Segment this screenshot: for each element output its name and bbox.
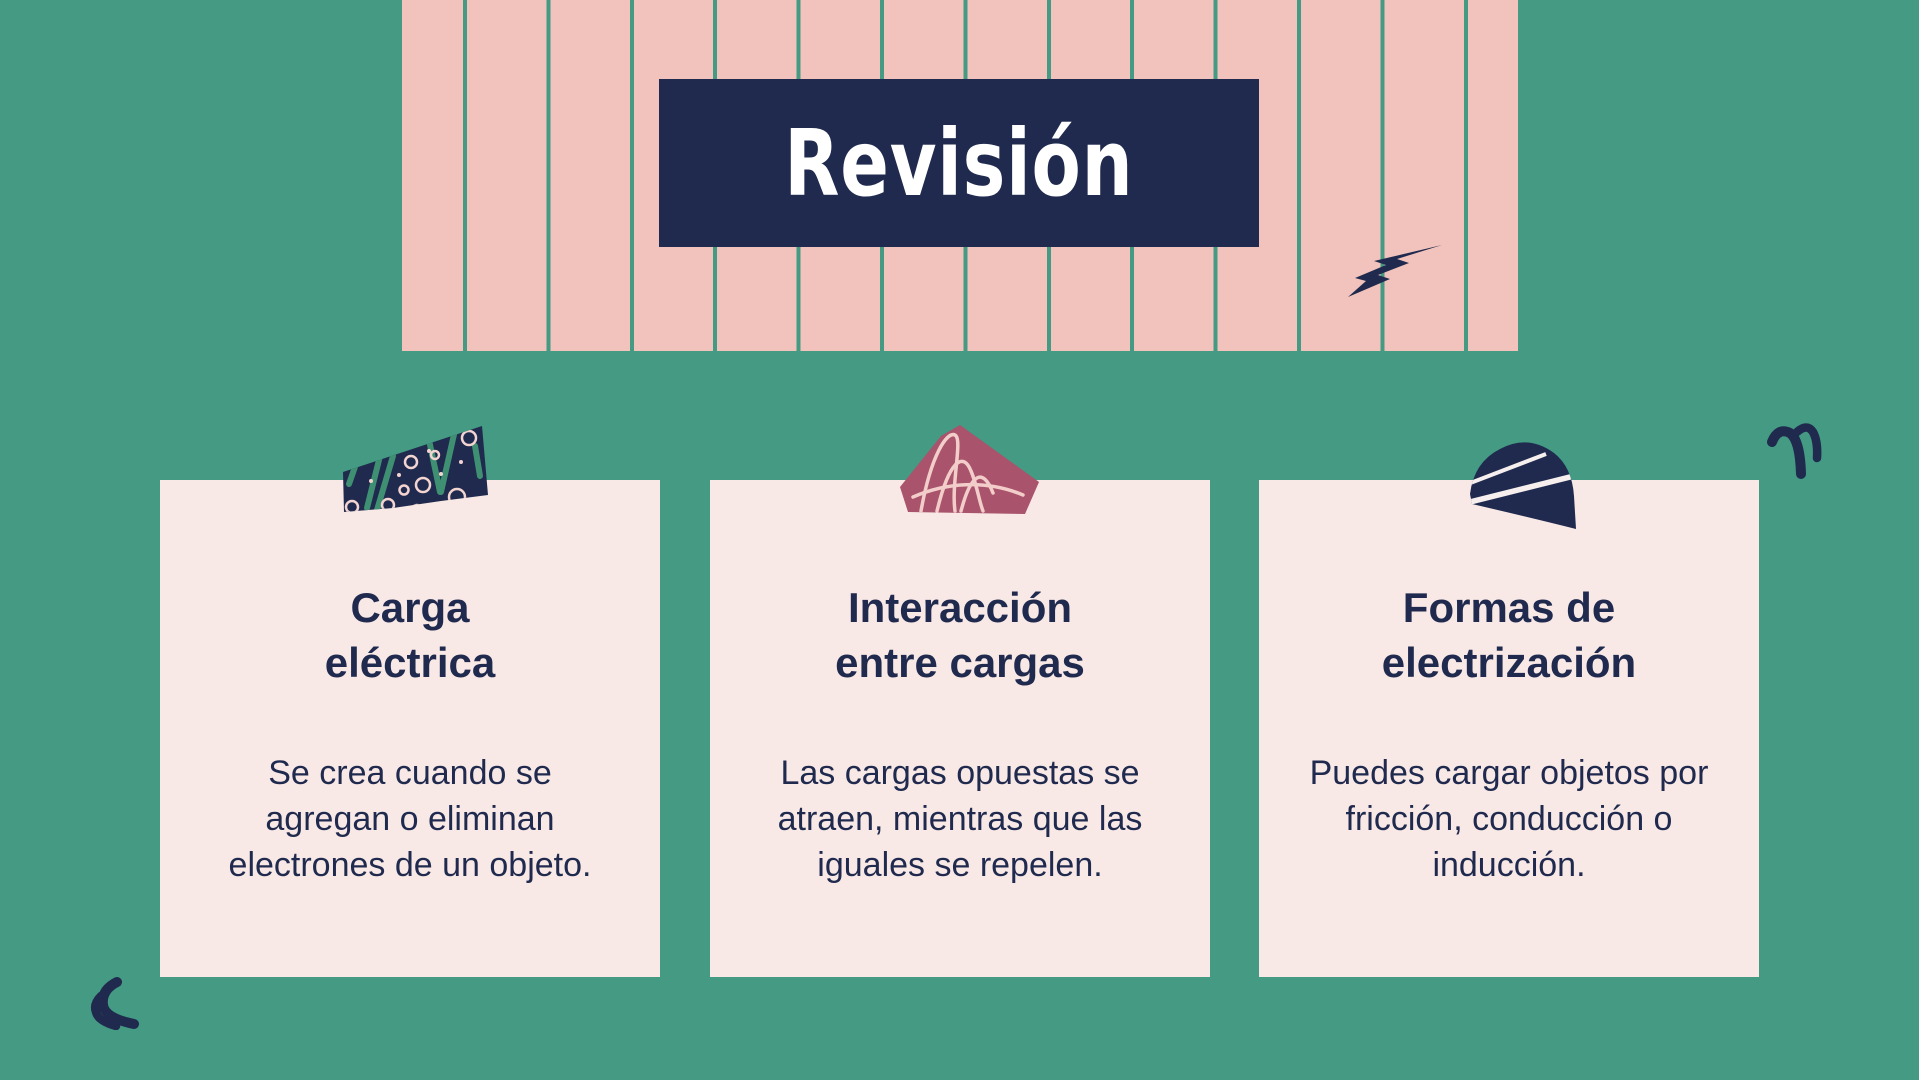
dome-sticker-icon xyxy=(1470,442,1576,529)
card-title: Formas de electrización xyxy=(1381,584,1637,686)
card-carga-electrica: Carga eléctrica Se crea cuando se agrega… xyxy=(160,480,660,977)
card-body: Las cargas opuestas se atraen, mientras … xyxy=(777,754,1143,884)
double-stroke-icon xyxy=(90,977,139,1030)
card-title: Interacción entre cargas xyxy=(835,584,1085,686)
double-stroke-icon xyxy=(1767,423,1822,479)
card-interaccion-entre-cargas: Interacción entre cargas Las cargas opue… xyxy=(710,480,1210,977)
page-title: Revisión xyxy=(784,109,1134,217)
title-box: Revisión xyxy=(659,79,1259,247)
card-formas-de-electrizacion: Formas de electrización Puedes cargar ob… xyxy=(1259,480,1759,977)
washi-tape-scribble-icon xyxy=(900,425,1039,514)
card-body: Puedes cargar objetos por fricción, cond… xyxy=(1309,754,1709,884)
card-title: Carga eléctrica xyxy=(324,584,496,686)
lightning-bolt-icon xyxy=(1348,245,1442,297)
washi-tape-dotted-icon xyxy=(343,426,488,512)
card-body: Se crea cuando se agregan o eliminan ele… xyxy=(228,754,592,884)
